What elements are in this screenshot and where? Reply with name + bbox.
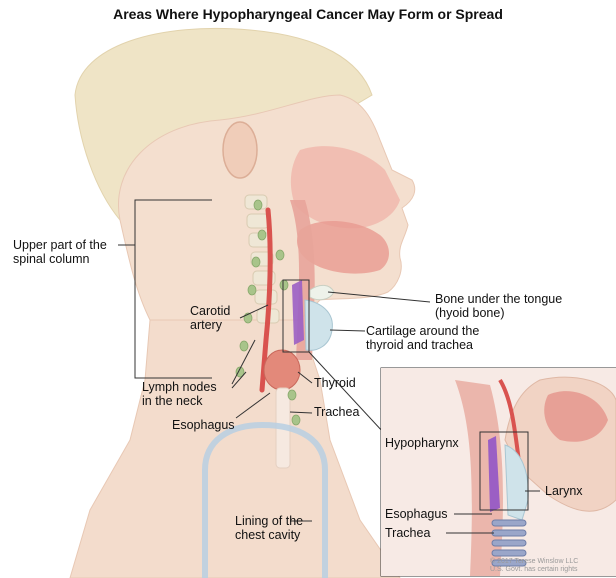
label-lymph-nodes-line1: Lymph nodes <box>142 380 217 394</box>
inset-label-trachea: Trachea <box>385 526 430 540</box>
hypopharynx-region <box>292 280 304 345</box>
label-trachea: Trachea <box>314 405 359 419</box>
ear <box>223 122 257 178</box>
copyright-credit: © 2017 Terese Winslow LLC U.S. Govt. has… <box>490 558 578 574</box>
label-chest-lining: Lining of the chest cavity <box>235 514 303 542</box>
inset-panel <box>381 368 616 576</box>
copyright-line1: © 2017 Terese Winslow LLC <box>490 558 578 566</box>
label-spinal-column-line2: spinal column <box>13 252 107 266</box>
label-cartilage-line2: thyroid and trachea <box>366 338 479 352</box>
thyroid-gland <box>264 350 300 390</box>
label-cartilage-line1: Cartilage around the <box>366 324 479 338</box>
label-spinal-column-line1: Upper part of the <box>13 238 107 252</box>
label-carotid-artery-line1: Carotid <box>190 304 230 318</box>
label-carotid-artery: Carotid artery <box>190 304 230 332</box>
copyright-line2: U.S. Govt. has certain rights <box>490 566 578 574</box>
label-carotid-artery-line2: artery <box>190 318 230 332</box>
label-lymph-nodes: Lymph nodes in the neck <box>142 380 217 408</box>
inset-label-larynx: Larynx <box>545 484 583 498</box>
label-lymph-nodes-line2: in the neck <box>142 394 217 408</box>
inset-label-esophagus: Esophagus <box>385 507 448 521</box>
label-thyroid: Thyroid <box>314 376 356 390</box>
label-cartilage: Cartilage around the thyroid and trachea <box>366 324 479 352</box>
diagram-title: Areas Where Hypopharyngeal Cancer May Fo… <box>0 6 616 22</box>
label-chest-lining-line1: Lining of the <box>235 514 303 528</box>
label-spinal-column: Upper part of the spinal column <box>13 238 107 266</box>
label-esophagus: Esophagus <box>172 418 235 432</box>
label-hyoid-bone-line2: (hyoid bone) <box>435 306 562 320</box>
label-chest-lining-line2: chest cavity <box>235 528 303 542</box>
label-hyoid-bone-line1: Bone under the tongue <box>435 292 562 306</box>
label-hyoid-bone: Bone under the tongue (hyoid bone) <box>435 292 562 320</box>
inset-label-hypopharynx: Hypopharynx <box>385 436 459 450</box>
